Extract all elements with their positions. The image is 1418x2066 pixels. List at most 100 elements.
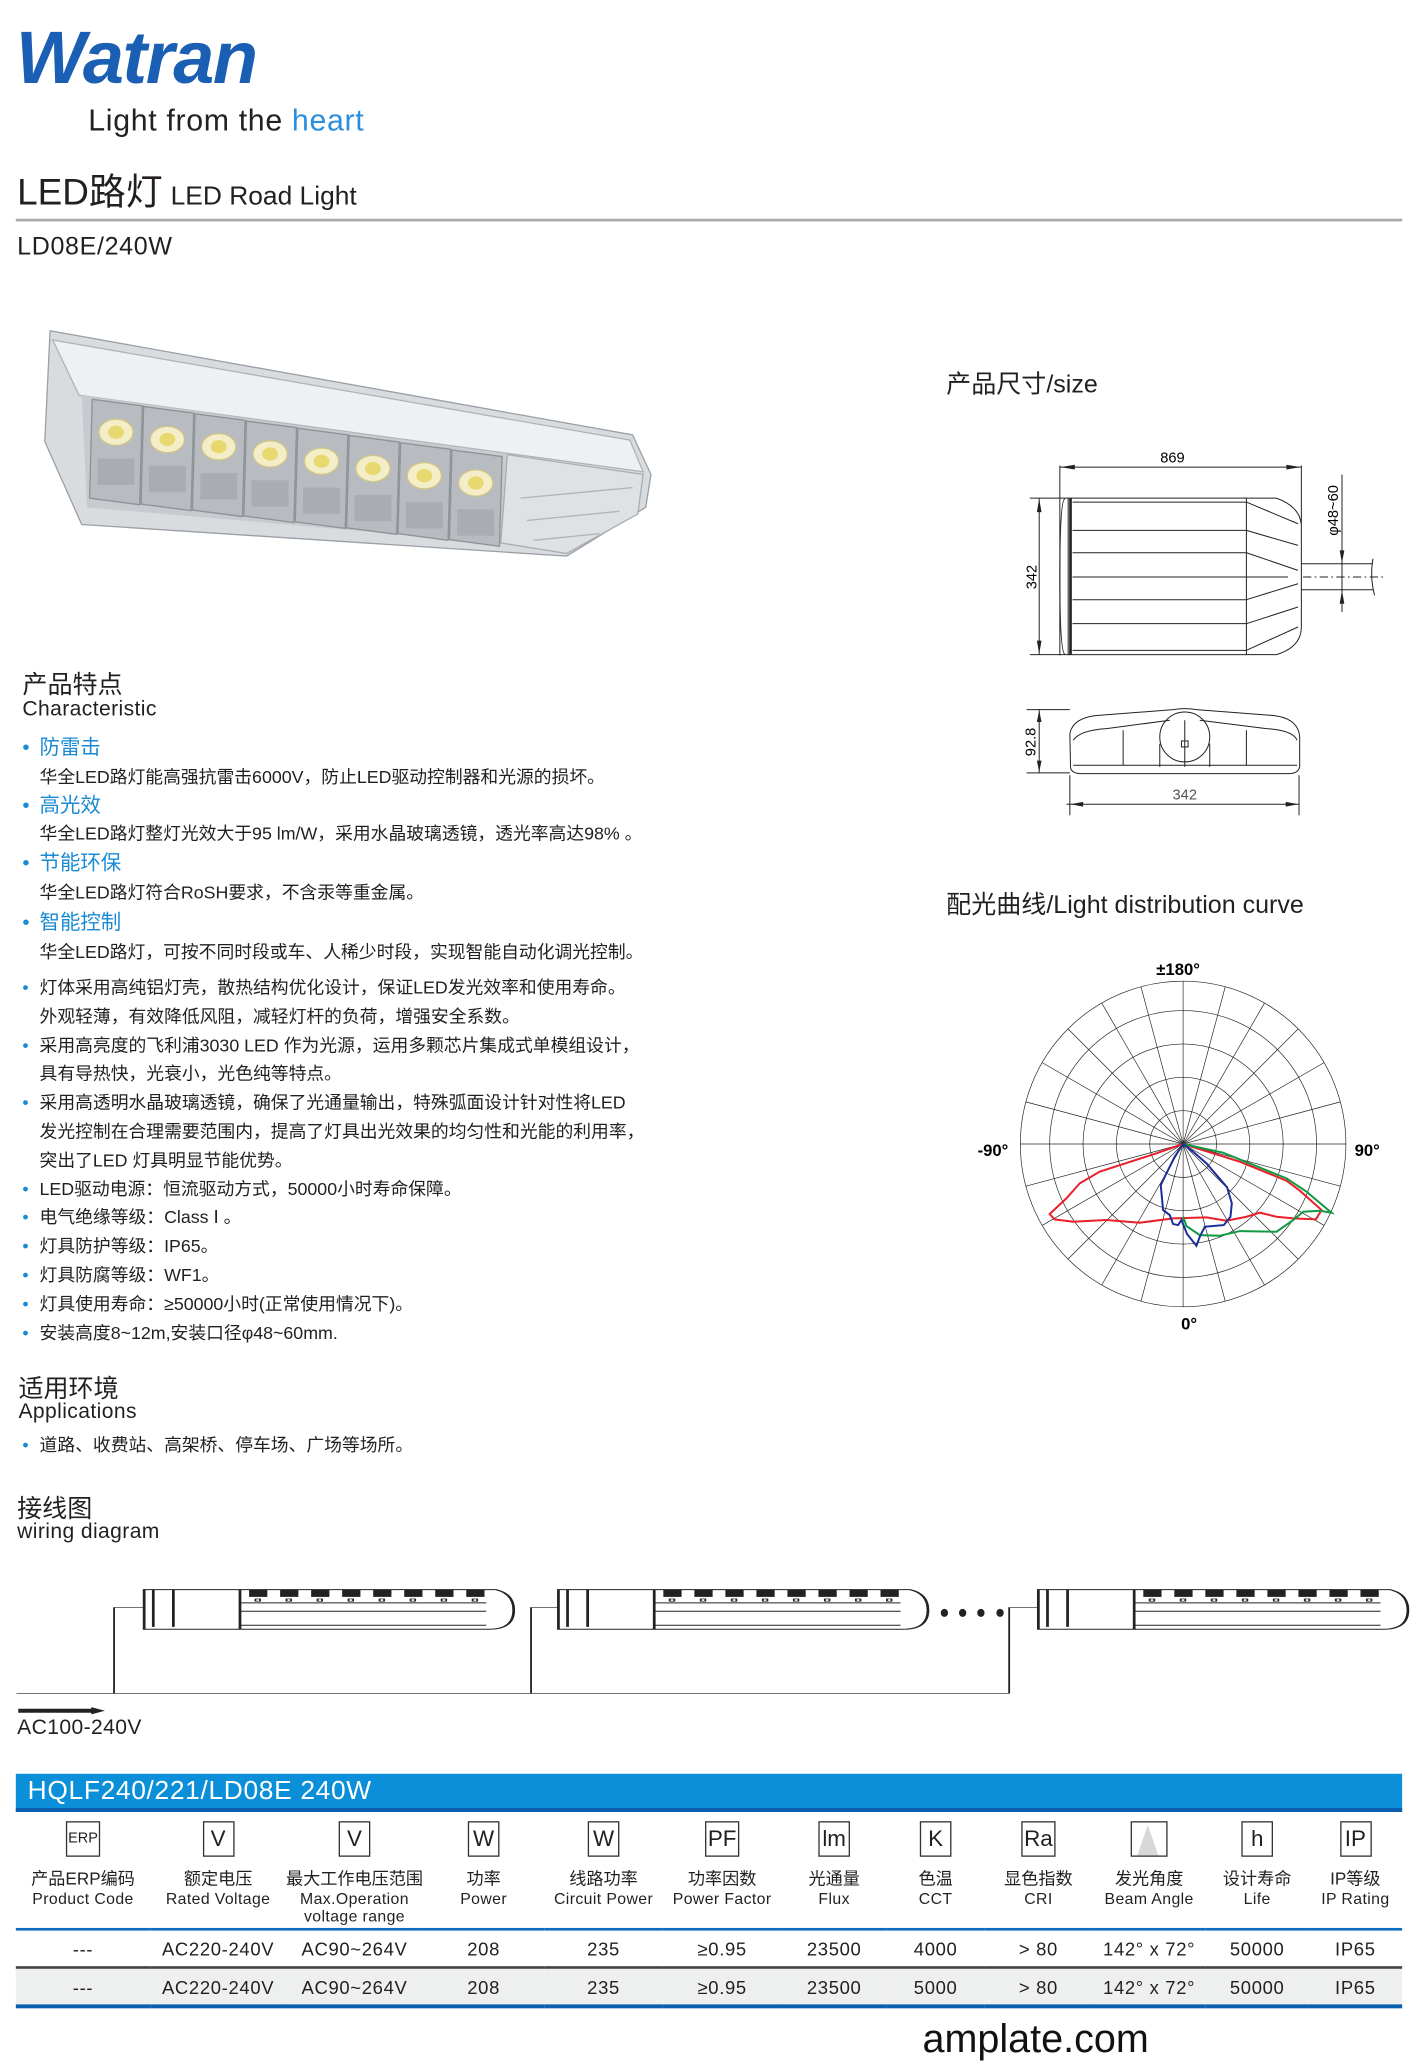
bullet-icon: •: [22, 1265, 29, 1285]
curve-title: 配光曲线/Light distribution curve: [946, 892, 1304, 920]
column-header-en: Power Factor: [672, 1889, 772, 1909]
table-cell: 142° x 72°: [1092, 1967, 1206, 2009]
bullet-icon: •: [22, 1092, 29, 1113]
dim-side-width: 342: [1173, 788, 1197, 804]
grid-spoke: [1067, 1028, 1184, 1145]
table-cell: 23500: [781, 1929, 887, 1969]
led-module: [294, 427, 349, 530]
grid-spoke: [1101, 1002, 1184, 1145]
unit-icon-w: W: [467, 1821, 500, 1857]
bullet-icon: •: [22, 1207, 29, 1228]
table-cell: AC90~264V: [285, 1967, 424, 2009]
bullet-item: •采用高亮度的飞利浦3030 LED 作为光源，运用多颗芯片集成式单模组设计，具…: [22, 1031, 644, 1088]
grid-spoke: [1182, 1062, 1325, 1145]
bullet-text: 突出了LED 灯具明显节能优势。: [39, 1150, 293, 1170]
table-cell: 235: [544, 1929, 663, 1969]
grid-spoke: [1041, 1143, 1184, 1226]
applications-item: •道路、收费站、高架桥、停车场、广场等场所。: [22, 1431, 413, 1460]
column-header-cn: 功率因数: [687, 1868, 757, 1889]
bullet-text: 灯体采用高纯铝灯壳，散热结构优化设计，保证LED发光效率和使用寿命。: [39, 977, 626, 998]
bullet-text: 发光控制在合理需要范围内，提高了灯具出光效果的均匀性和光能的利用率，: [39, 1121, 645, 1142]
dim-height: 92.8: [1024, 728, 1040, 757]
polar-chart: ±180° -90° 90° 0°: [978, 960, 1380, 1334]
dim-length: 869: [1160, 450, 1184, 466]
unit-icon-lm: lm: [818, 1821, 850, 1857]
bullet-item: •灯体采用高纯铝灯壳，散热结构优化设计，保证LED发光效率和使用寿命。外观轻薄，…: [22, 974, 644, 1031]
polar-grid: [1019, 980, 1347, 1308]
unit-icon-k: K: [919, 1821, 952, 1857]
column-header-en: Power: [460, 1889, 508, 1909]
bullet-icon: •: [22, 977, 29, 998]
table-cell: AC90~264V: [285, 1929, 424, 1969]
table-cell: ---: [15, 1929, 151, 1969]
table-cell: AC220-240V: [150, 1929, 286, 1969]
wired-lights: [142, 1589, 1410, 1630]
unit-icon-v: V: [338, 1821, 371, 1857]
watermark: amplate.com: [922, 2017, 1149, 2062]
grid-spoke: [1140, 1143, 1184, 1302]
applications-heading-en: Applications: [18, 1400, 137, 1424]
dim-pipe: φ48~60: [1326, 485, 1342, 536]
table-cell: IP65: [1308, 1929, 1403, 1969]
table-cell: 208: [423, 1967, 545, 2009]
table-cell: 4000: [886, 1929, 985, 1969]
characteristic-heading-en: Characteristic: [22, 698, 157, 721]
column-header-en: Beam Angle: [1104, 1889, 1194, 1909]
column-header-cn: IP等级: [1330, 1868, 1381, 1889]
applications-heading: 适用环境: [18, 1375, 119, 1404]
featured-item: •高光效华全LED路灯整灯光效大于95 lm/W，采用水晶玻璃透镜，透光率高达9…: [22, 791, 643, 848]
beam-angle-icon: [1130, 1821, 1168, 1857]
light-fixture-icon: [142, 1589, 516, 1630]
grid-spoke: [1182, 1143, 1226, 1302]
wiring-diagram: [16, 1589, 1410, 1715]
bullet-text: LED驱动电源：恒流驱动方式，50000小时寿命保障。: [39, 1178, 462, 1199]
column-header-cn: 设计寿命: [1222, 1868, 1292, 1889]
dimension-drawing: 869 342 φ48~60 92.8 342: [1024, 450, 1385, 816]
table-cell: 23500: [781, 1967, 887, 2009]
label-90: 90°: [1355, 1141, 1380, 1160]
table-cell: 208: [423, 1929, 545, 1969]
column-header-en: Product Code: [32, 1889, 134, 1909]
bullet-text: 具有导热快，光衰小，光色纯等特点。: [39, 1063, 342, 1084]
unit-icon-ip: IP: [1339, 1821, 1372, 1857]
characteristic-heading: 产品特点: [22, 672, 123, 700]
unit-icon-w: W: [587, 1821, 620, 1857]
label-180: ±180°: [1156, 960, 1200, 979]
column-header-en: Circuit Power: [553, 1889, 654, 1909]
bullet-icon: •: [22, 1435, 29, 1455]
table-cell: 235: [544, 1967, 663, 2009]
featured-title: 节能环保: [39, 852, 122, 876]
bullet-icon: •: [22, 1293, 29, 1314]
column-header-en: Flux: [818, 1889, 850, 1909]
dim-width: 342: [1025, 565, 1041, 589]
bullet-icon: •: [22, 794, 30, 817]
table-cell: IP65: [1308, 1967, 1403, 2009]
led-module: [397, 442, 452, 542]
table-cell: ---: [15, 1967, 151, 2009]
bullet-text: 灯具防腐等级：WF1。: [39, 1265, 220, 1285]
grid-spoke: [1182, 986, 1226, 1145]
bullet-item: •灯具防护等级：IP65。: [22, 1232, 644, 1261]
featured-list: •防雷击华全LED路灯能高强抗雷击6000V，防止LED驱动控制器和光源的损坏。…: [22, 734, 643, 966]
column-header-en-2: voltage range: [304, 1906, 405, 1926]
featured-desc: 华全LED路灯，可按不同时段或车、人稀少时段，实现智能自动化调光控制。: [39, 941, 644, 962]
bullet-text: 采用高透明水晶玻璃透镜，确保了光通量输出，特殊弧面设计针对性将LED: [39, 1092, 626, 1113]
bullet-text: 灯具使用寿命：≥50000小时(正常使用情况下)。: [39, 1293, 414, 1314]
led-module: [88, 398, 143, 506]
label-minus-90: -90°: [978, 1141, 1009, 1160]
featured-item: •防雷击华全LED路灯能高强抗雷击6000V，防止LED驱动控制器和光源的损坏。: [22, 734, 643, 791]
light-fixture-icon: [1037, 1589, 1410, 1630]
column-header-cn: 发光角度: [1114, 1868, 1184, 1889]
bullet-icon: •: [22, 1322, 29, 1343]
featured-title: 智能控制: [39, 911, 122, 935]
tagline-text: Light from the: [88, 102, 292, 138]
table-cell: AC220-240V: [150, 1967, 286, 2009]
continuation-dots: [940, 1608, 1004, 1617]
model-number: LD08E/240W: [17, 233, 173, 261]
column-header-cn: 产品ERP编码: [31, 1868, 135, 1889]
title-divider: [15, 218, 1403, 222]
